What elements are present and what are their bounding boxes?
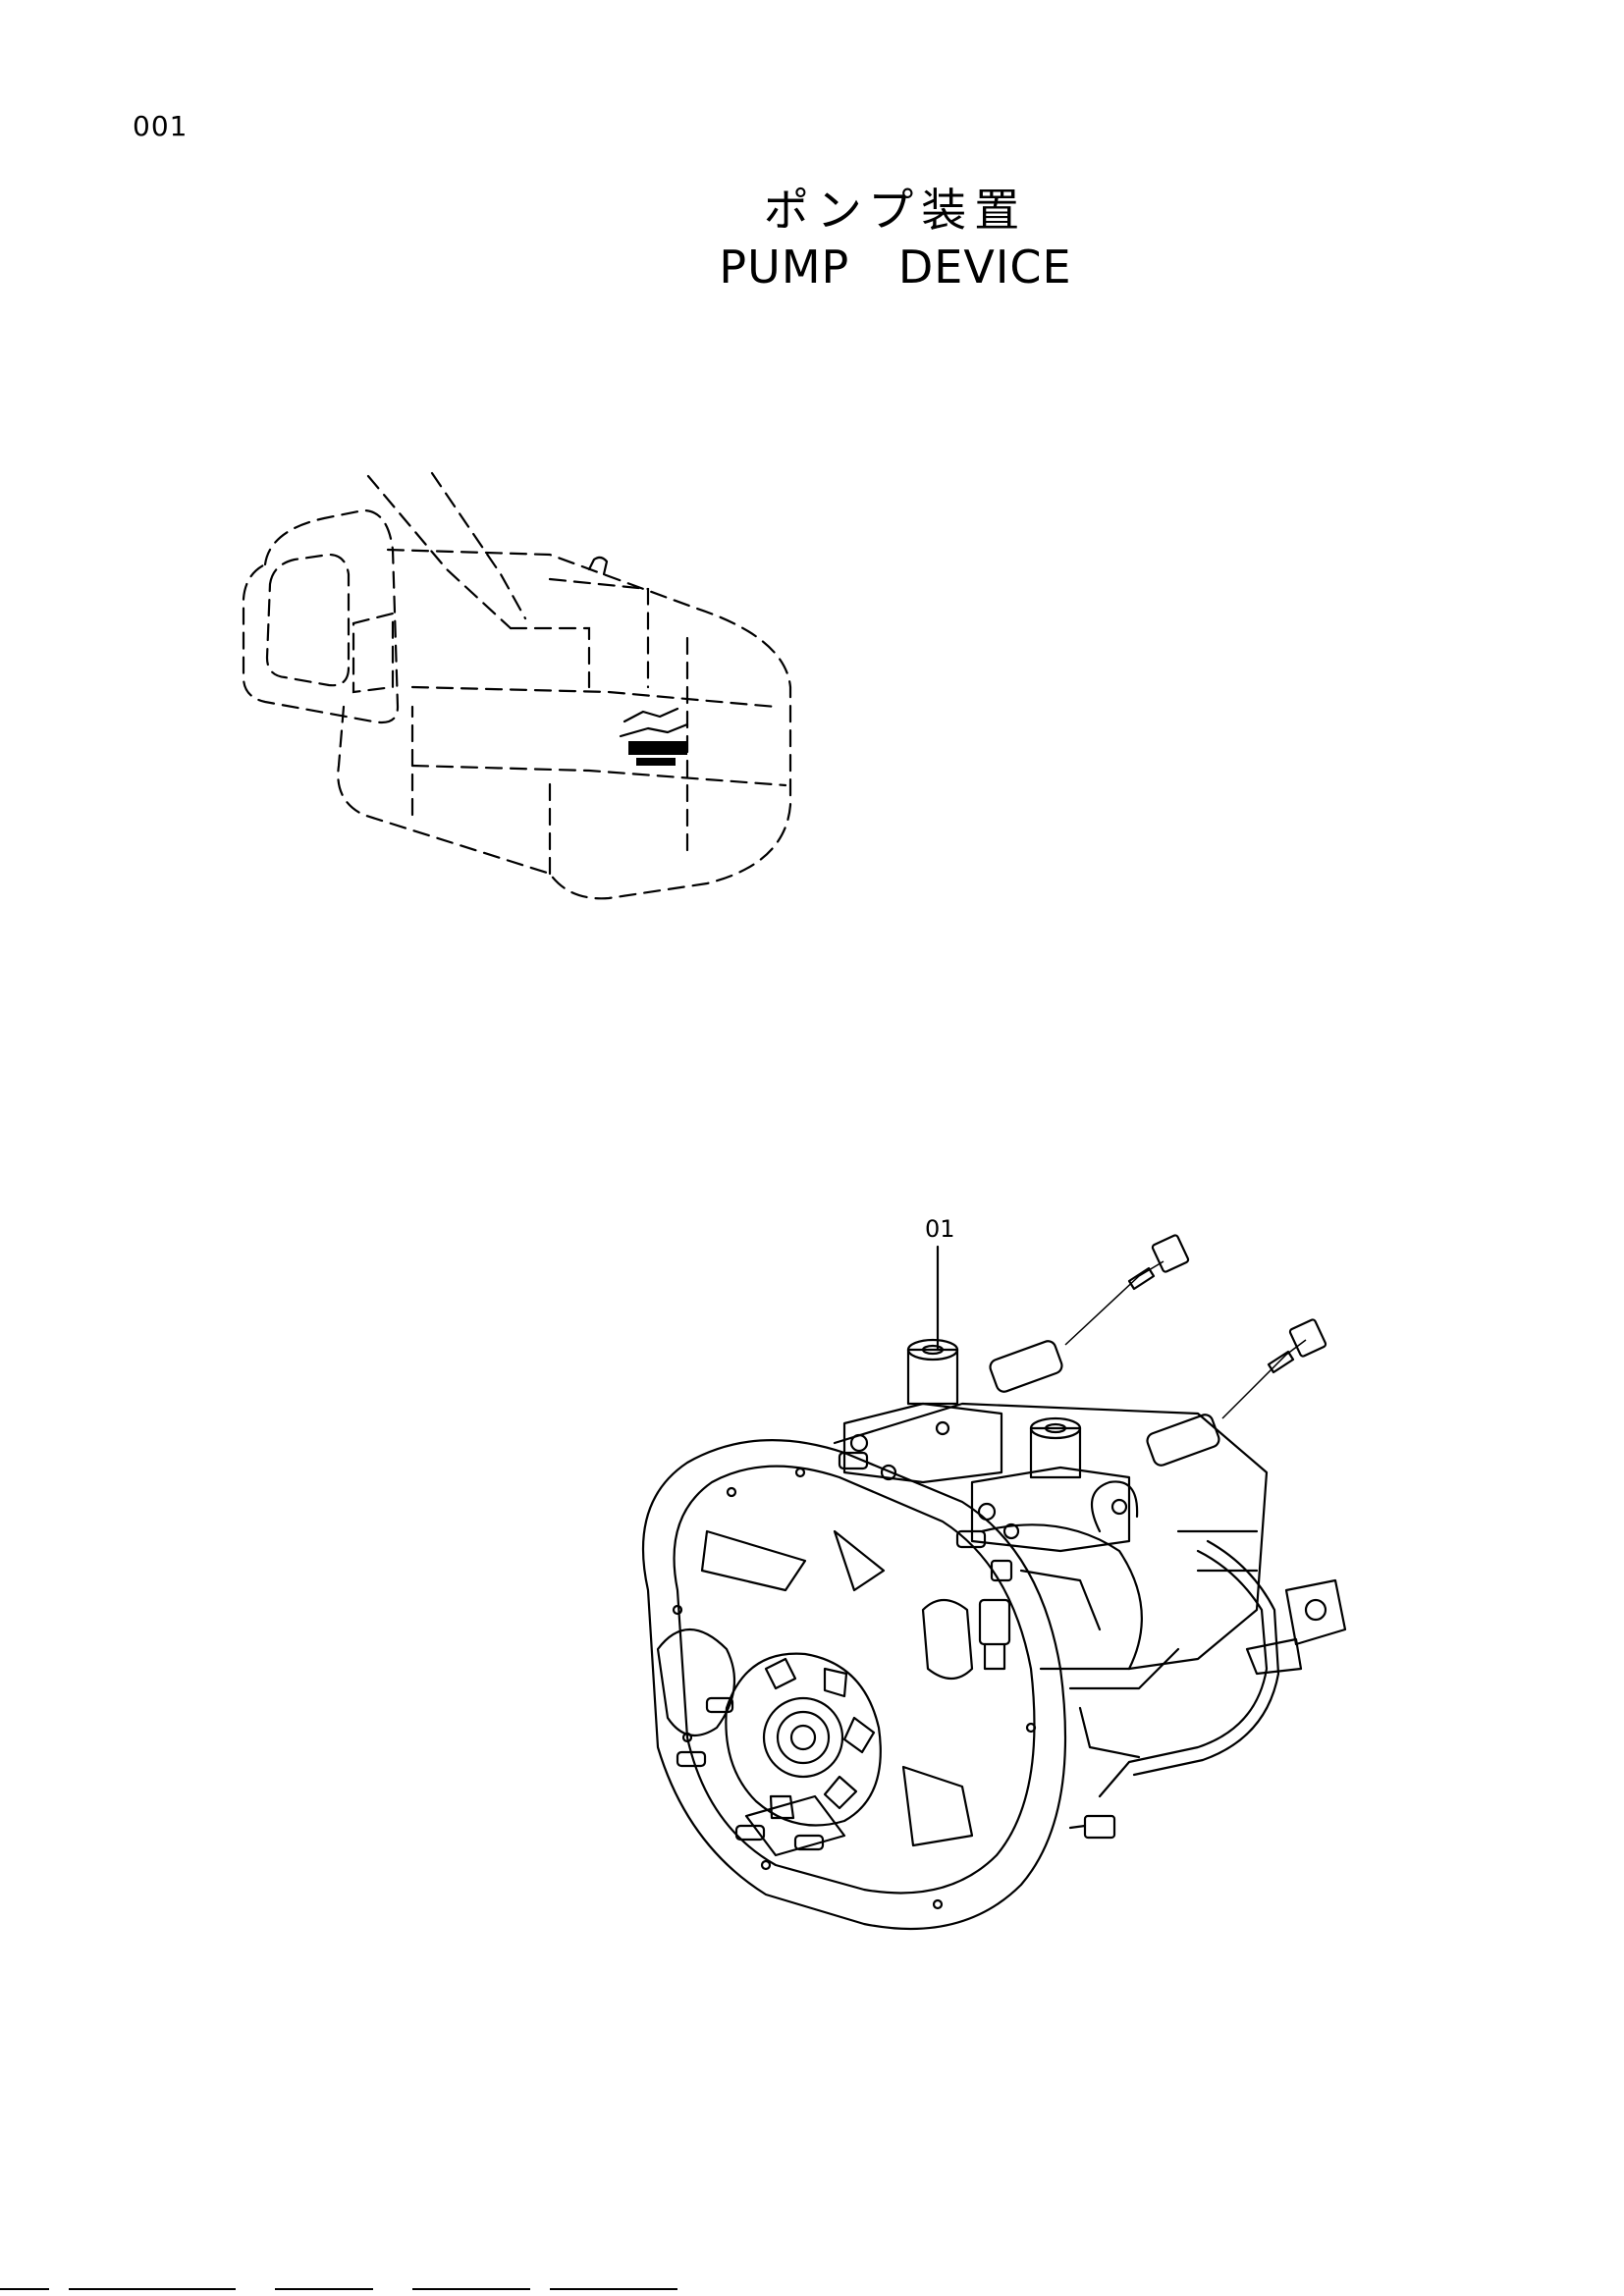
footer-rule-3 (275, 2288, 373, 2290)
solenoid-connectors (989, 1234, 1327, 1467)
pump-body (833, 1402, 1347, 1840)
page-number: 001 (133, 110, 189, 142)
footer-rule-1 (0, 2288, 49, 2290)
coupling-hub (676, 1652, 882, 1851)
callout-01: 01 (925, 1215, 955, 1243)
footer-rule-2 (69, 2288, 236, 2290)
footer-rule-5 (550, 2288, 677, 2290)
pump-flange (641, 1439, 1067, 1930)
page-title-english: PUMP DEVICE (719, 240, 1072, 294)
footer-rule-4 (412, 2288, 530, 2290)
page-title-japanese: ポンプ装置 (763, 184, 1028, 237)
cover-marking (619, 707, 689, 766)
regulator-valves (838, 1338, 1131, 1582)
